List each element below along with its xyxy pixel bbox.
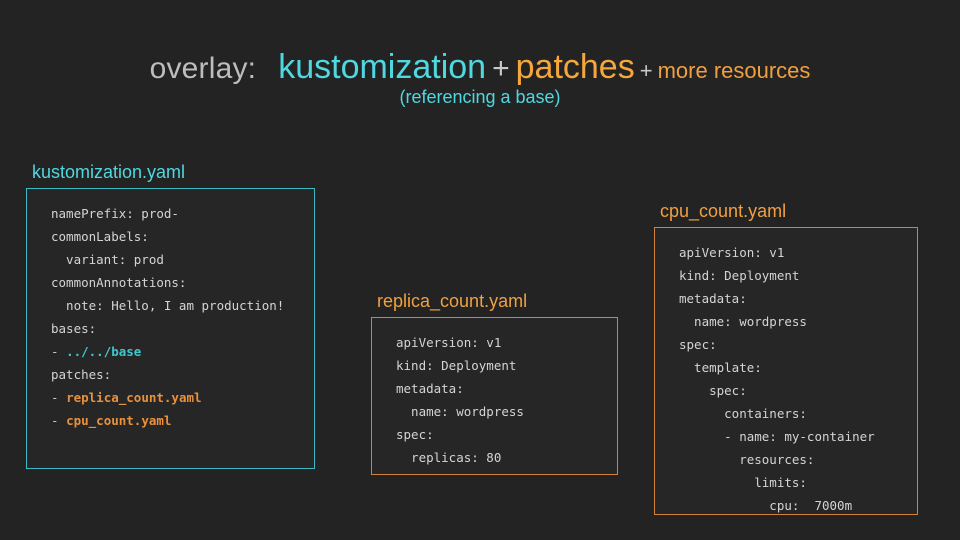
code-line: name: wordpress	[679, 310, 875, 333]
code-text: commonLabels:	[51, 229, 149, 244]
code-line: spec:	[396, 423, 524, 446]
code-line: - ../../base	[51, 340, 284, 363]
code-line: resources:	[679, 448, 875, 471]
code-line: patches:	[51, 363, 284, 386]
file-card-cpu-count: cpu_count.yaml apiVersion: v1 kind: Deplo…	[654, 202, 918, 517]
code-line: spec:	[679, 333, 875, 356]
code-list-dash: -	[51, 344, 67, 359]
title-term-patches: patches	[515, 48, 635, 86]
code-text: template:	[679, 360, 762, 375]
file-label-kustomization: kustomization.yaml	[32, 162, 186, 182]
code-text: name: wordpress	[396, 404, 524, 419]
code-line: metadata:	[396, 377, 524, 400]
code-text: apiVersion: v1	[679, 245, 785, 260]
code-line: cpu: 7000m	[679, 494, 875, 517]
code-text: cpu_count.yaml	[66, 413, 172, 428]
title-term-kustomization: kustomization	[278, 48, 487, 86]
code-text: spec:	[679, 337, 717, 352]
code-text: cpu: 7000m	[679, 498, 853, 513]
code-text: spec:	[679, 383, 747, 398]
code-line: apiVersion: v1	[679, 241, 875, 264]
code-line: name: wordpress	[396, 400, 524, 423]
code-text: replica_count.yaml	[66, 390, 202, 405]
title-plus-2: +	[639, 58, 653, 83]
code-text: patches:	[51, 367, 112, 382]
code-text: resources:	[679, 452, 815, 467]
code-list-dash: -	[51, 390, 67, 405]
code-text: namePrefix: prod-	[51, 206, 179, 221]
code-line: namePrefix: prod-	[51, 202, 284, 225]
code-box-replica-count	[371, 317, 618, 475]
code-line: template:	[679, 356, 875, 379]
code-content-kustomization: namePrefix: prod-commonLabels: variant: …	[26, 188, 300, 432]
code-text: containers:	[679, 406, 807, 421]
code-text: kind: Deployment	[396, 358, 517, 373]
code-text: replicas: 80	[396, 450, 502, 465]
file-card-replica-count: replica_count.yaml apiVersion: v1 kind: D…	[371, 292, 618, 475]
code-box-kustomization	[26, 188, 315, 469]
code-line: note: Hello, I am production!	[51, 294, 284, 317]
code-list-dash: -	[51, 413, 67, 428]
code-text: note: Hello, I am production!	[51, 298, 285, 313]
code-text: ../../base	[66, 344, 142, 359]
code-line: - name: my-container	[679, 425, 875, 448]
code-line: commonAnnotations:	[51, 271, 284, 294]
title-plus-1: +	[492, 52, 510, 85]
title-term-more-resources: more resources	[657, 58, 811, 83]
code-text: metadata:	[679, 291, 747, 306]
code-text: variant: prod	[51, 252, 164, 267]
code-text: spec:	[396, 427, 434, 442]
code-line: limits:	[679, 471, 875, 494]
code-line: spec:	[679, 379, 875, 402]
slide-subtitle: (referencing a base)	[399, 87, 561, 107]
code-line: metadata:	[679, 287, 875, 310]
code-line: replicas: 80	[396, 446, 524, 469]
code-text: - name: my-container	[679, 429, 875, 444]
code-line: variant: prod	[51, 248, 284, 271]
file-card-kustomization: kustomization.yaml namePrefix: prod-comm…	[26, 163, 315, 469]
code-line: - cpu_count.yaml	[51, 409, 284, 432]
file-label-cpu-count: cpu_count.yaml	[660, 201, 787, 221]
code-line: bases:	[51, 317, 284, 340]
code-line: commonLabels:	[51, 225, 284, 248]
code-text: bases:	[51, 321, 97, 336]
code-line: kind: Deployment	[679, 264, 875, 287]
code-text: apiVersion: v1	[396, 335, 502, 350]
code-line: - replica_count.yaml	[51, 386, 284, 409]
code-line: containers:	[679, 402, 875, 425]
code-text: kind: Deployment	[679, 268, 800, 283]
code-text: commonAnnotations:	[51, 275, 187, 290]
file-label-replica-count: replica_count.yaml	[377, 291, 528, 311]
code-text: metadata:	[396, 381, 464, 396]
title-prefix: overlay:	[149, 52, 257, 85]
code-text: limits:	[679, 475, 807, 490]
code-box-cpu-count	[654, 227, 918, 515]
code-line: apiVersion: v1	[396, 331, 524, 354]
code-line: kind: Deployment	[396, 354, 524, 377]
slide-title: overlay:kustomization+patches+more resou…	[0, 50, 960, 84]
code-text: name: wordpress	[679, 314, 807, 329]
